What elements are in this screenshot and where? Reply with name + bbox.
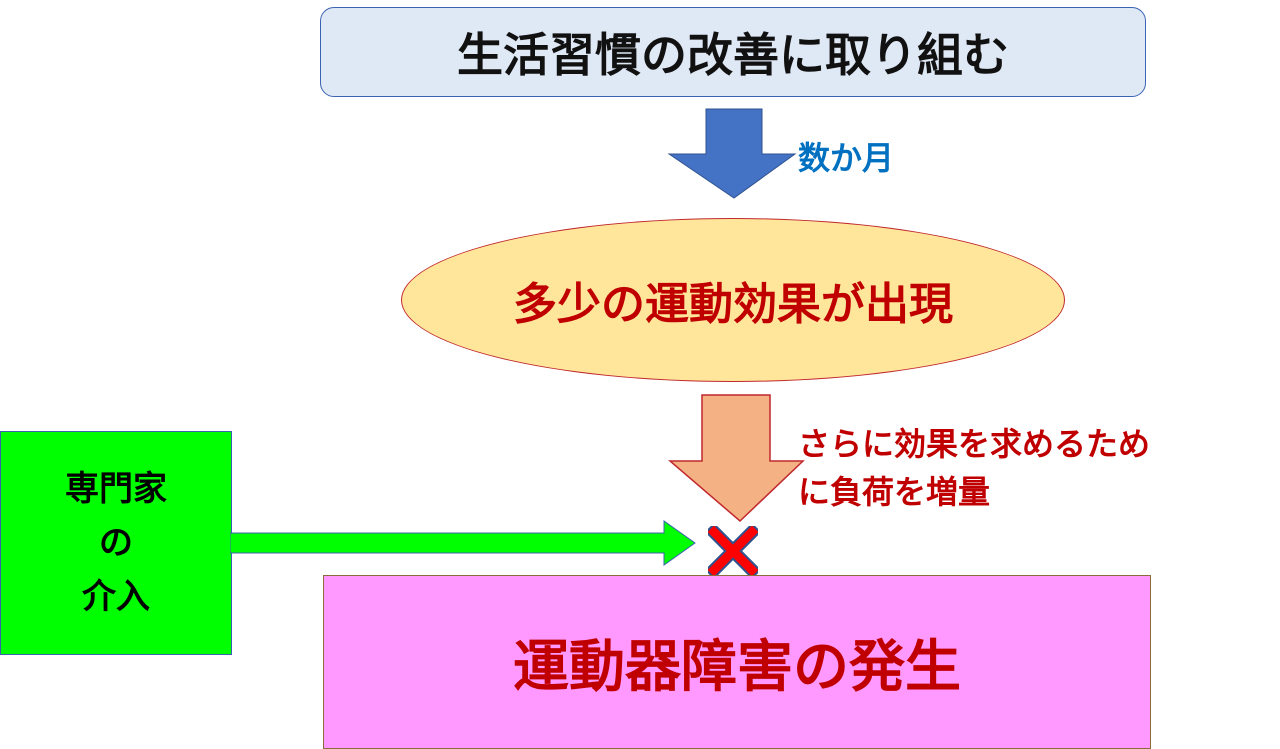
down-arrow-icon bbox=[668, 108, 797, 199]
effect-ellipse: 多少の運動効果が出現 bbox=[401, 218, 1065, 382]
box-line: 介入 bbox=[82, 577, 150, 617]
injury-box: 運動器障害の発生 bbox=[323, 575, 1151, 749]
effect-text: 多少の運動効果が出現 bbox=[513, 279, 953, 330]
right-arrow-icon bbox=[230, 520, 696, 566]
step-box-lifestyle: 生活習慣の改善に取り組む bbox=[320, 7, 1146, 97]
label-line: に負荷を増量 bbox=[798, 473, 991, 511]
down-arrow-icon bbox=[668, 394, 805, 523]
label-line: さらに効果を求めるため bbox=[798, 425, 1151, 463]
expert-intervention-box: 専門家 の 介入 bbox=[0, 431, 232, 655]
duration-label: 数か月 bbox=[798, 139, 895, 177]
load-increase-label: さらに効果を求めるため に負荷を増量 bbox=[798, 420, 1150, 516]
injury-text: 運動器障害の発生 bbox=[513, 634, 961, 700]
step-text: 生活習慣の改善に取り組む bbox=[457, 28, 1009, 82]
cross-icon bbox=[708, 526, 758, 576]
box-line: の bbox=[99, 523, 133, 563]
box-line: 専門家 bbox=[65, 469, 167, 509]
